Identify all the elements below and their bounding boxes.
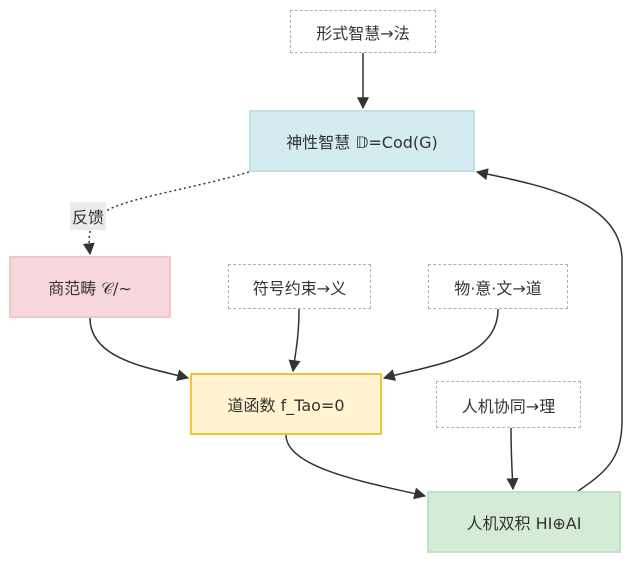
edge-dual-to-divine	[475, 168, 623, 492]
edge-dao-to-dual	[285, 434, 427, 500]
node-quotient-category: 商范畴 𝒞/∼	[9, 256, 171, 318]
node-human-machine-synergy: 人机协同→理	[436, 381, 581, 428]
edge-human-to-dual	[506, 427, 519, 491]
node-human-machine-dual: 人机双积 HI⊕AI	[427, 491, 621, 553]
node-formal-wisdom: 形式智慧→法	[290, 10, 436, 53]
node-symbol-constraint: 符号约束→义	[228, 264, 371, 309]
edge-things-to-dao	[382, 308, 499, 381]
node-divine-wisdom: 神性智慧 𝔻=Cod(G)	[249, 110, 475, 172]
edge-symbol-to-dao	[288, 308, 301, 373]
node-things-meaning-text: 物·意·文→道	[428, 264, 568, 309]
edge-shang-to-dao	[89, 317, 190, 382]
node-dao-function: 道函数 f_Tao=0	[190, 373, 382, 435]
edge-label-feedback: 反馈	[70, 202, 107, 230]
edge-divine-to-shang-feedback	[82, 171, 250, 256]
